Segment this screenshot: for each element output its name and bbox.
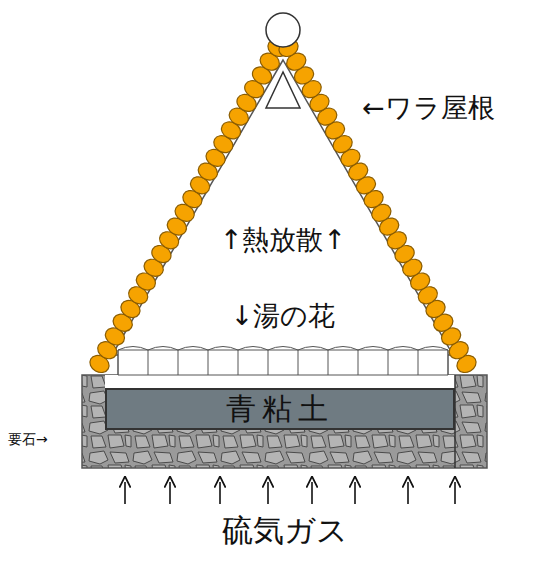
vent-triangle — [266, 72, 300, 108]
gas-label: 硫気ガス — [222, 510, 348, 552]
yunohana-layer — [118, 347, 448, 376]
roof-label: ←ワラ屋根 — [362, 90, 495, 126]
gas-arrows — [125, 482, 455, 504]
straw-roof — [87, 36, 479, 376]
gas-arrow — [454, 482, 456, 504]
label-text: ←ワラ屋根 — [362, 92, 495, 123]
gas-arrow — [354, 482, 356, 504]
gas-arrow — [267, 482, 269, 504]
ridge-ball — [266, 13, 300, 47]
stone-base — [82, 375, 487, 468]
label-text: ↑熱放散↑ — [220, 224, 346, 255]
heat-label: ↑熱放散↑ — [220, 222, 346, 258]
yunohana-label: ↓湯の花 — [231, 298, 336, 334]
clay-layer: 青粘土 — [105, 388, 455, 430]
keystone-label: 要石→ — [8, 431, 48, 449]
gas-arrow — [219, 482, 221, 504]
gas-arrow — [311, 482, 313, 504]
label-text: 要石→ — [8, 431, 48, 447]
label-text: 硫気ガス — [222, 512, 348, 548]
label-text: ↓湯の花 — [231, 300, 336, 331]
gas-arrow — [407, 482, 409, 504]
gas-arrow — [169, 482, 171, 504]
gas-arrow — [124, 482, 126, 504]
layer-name: 青粘土 — [226, 389, 334, 430]
base-gap — [105, 375, 455, 388]
